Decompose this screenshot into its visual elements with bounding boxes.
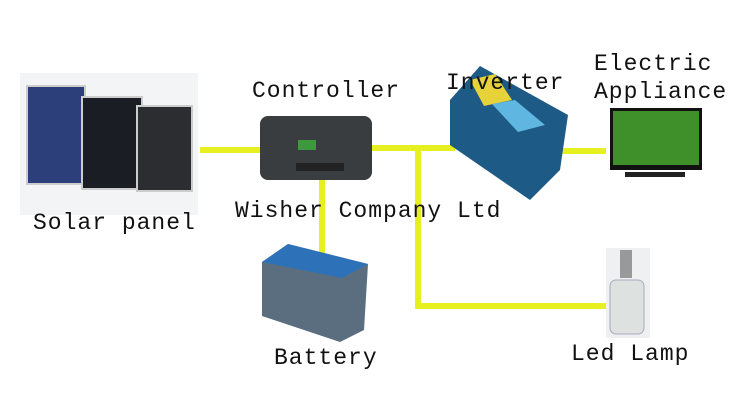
wires <box>200 145 606 309</box>
wire-to-lamp <box>415 148 606 309</box>
solar-panel-image <box>20 73 198 215</box>
battery-image <box>262 244 368 342</box>
watermark-text: Wisher Company Ltd <box>235 198 502 224</box>
battery-label: Battery <box>274 345 378 371</box>
solar-panel-label: Solar panel <box>33 210 196 236</box>
inverter-image <box>450 66 568 200</box>
led-lamp-label: Led Lamp <box>571 341 690 367</box>
controller-label: Controller <box>252 78 401 104</box>
inverter-label: Inverter <box>446 70 565 96</box>
led-lamp-image <box>606 248 650 338</box>
controller-image <box>260 116 372 180</box>
appliance-label-line1: Electric <box>594 51 713 77</box>
appliance-label-line2: Appliance <box>594 79 728 105</box>
tv-image <box>610 108 702 177</box>
